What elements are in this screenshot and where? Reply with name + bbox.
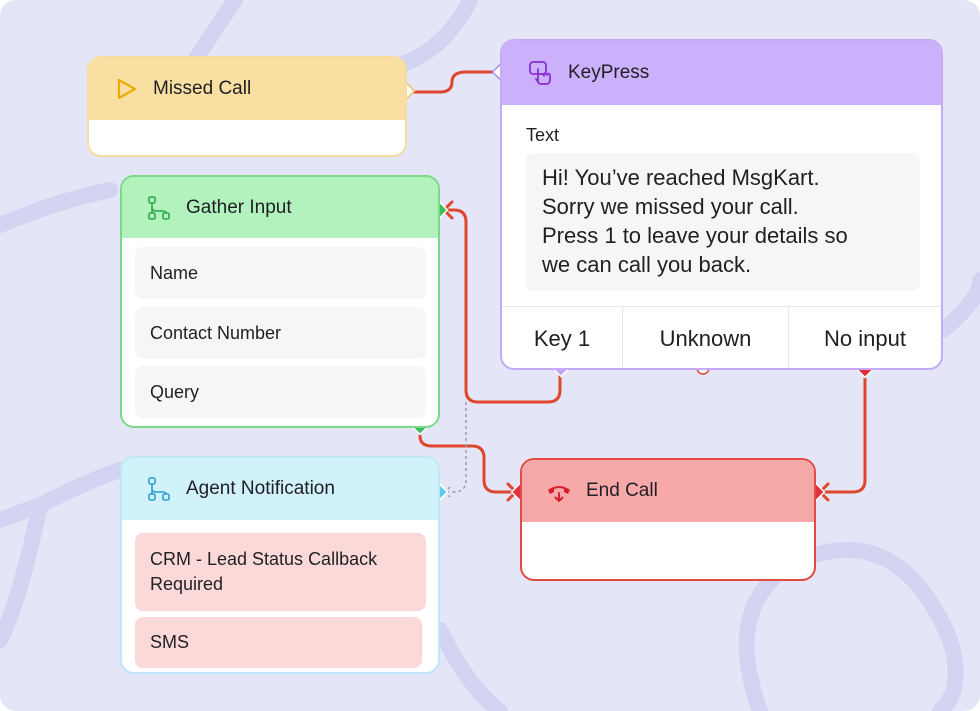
missed-call-title: Missed Call xyxy=(153,78,252,99)
missed-call-header[interactable]: Missed Call xyxy=(89,58,405,120)
connector-missed-to-keypress xyxy=(405,70,502,94)
keypress-header[interactable]: KeyPress xyxy=(502,41,941,105)
connector-key1-to-gather xyxy=(442,208,562,404)
hang-up-phone-icon xyxy=(546,478,572,504)
gather-input-title: Gather Input xyxy=(186,196,292,218)
options-divider xyxy=(502,306,941,307)
branch-icon xyxy=(146,476,172,502)
message-line: Hi! You’ve reached MsgKart. xyxy=(542,165,820,190)
field-name[interactable]: Name xyxy=(135,247,426,299)
agent-notification-header[interactable]: Agent Notification xyxy=(122,458,438,520)
finger-press-icon xyxy=(528,60,554,86)
connector-gather-to-agent xyxy=(444,402,467,493)
option-separator xyxy=(622,307,623,368)
missed-call-node[interactable]: Missed Call xyxy=(87,56,407,157)
keypress-title: KeyPress xyxy=(568,62,650,83)
gather-input-node[interactable]: Gather Input Name Contact Number Query xyxy=(120,175,440,428)
message-line: Sorry we missed your call. xyxy=(542,194,799,219)
keypress-text-label: Text xyxy=(526,125,560,145)
item-sms[interactable]: SMS xyxy=(135,617,422,668)
end-call-title: End Call xyxy=(586,480,658,501)
field-contact-number[interactable]: Contact Number xyxy=(135,307,426,359)
option-key1[interactable]: Key 1 xyxy=(533,326,591,351)
item-crm-lead-status[interactable]: CRM - Lead Status Callback Required xyxy=(135,533,426,611)
gather-input-header[interactable]: Gather Input xyxy=(122,177,438,238)
message-line: we can call you back. xyxy=(542,252,752,277)
message-line: Press 1 to leave your details so xyxy=(542,223,848,248)
option-unknown[interactable]: Unknown xyxy=(659,326,752,351)
branch-icon xyxy=(146,195,172,221)
connector-noinput-to-endcall xyxy=(818,368,867,494)
end-call-header[interactable]: End Call xyxy=(522,460,814,522)
keypress-node[interactable]: KeyPress Text Hi! You’ve reached MsgKart… xyxy=(500,39,943,370)
play-triangle-icon xyxy=(113,76,139,102)
agent-notification-node[interactable]: Agent Notification CRM - Lead Status Cal… xyxy=(120,456,440,674)
agent-notification-title: Agent Notification xyxy=(186,478,335,499)
end-call-node[interactable]: End Call xyxy=(520,458,816,581)
connector-gather-to-endcall xyxy=(418,424,518,494)
option-no-input[interactable]: No input xyxy=(824,326,906,351)
option-separator xyxy=(788,307,789,368)
keypress-message[interactable]: Hi! You’ve reached MsgKart. Sorry we mis… xyxy=(526,153,920,291)
field-query[interactable]: Query xyxy=(135,366,426,418)
